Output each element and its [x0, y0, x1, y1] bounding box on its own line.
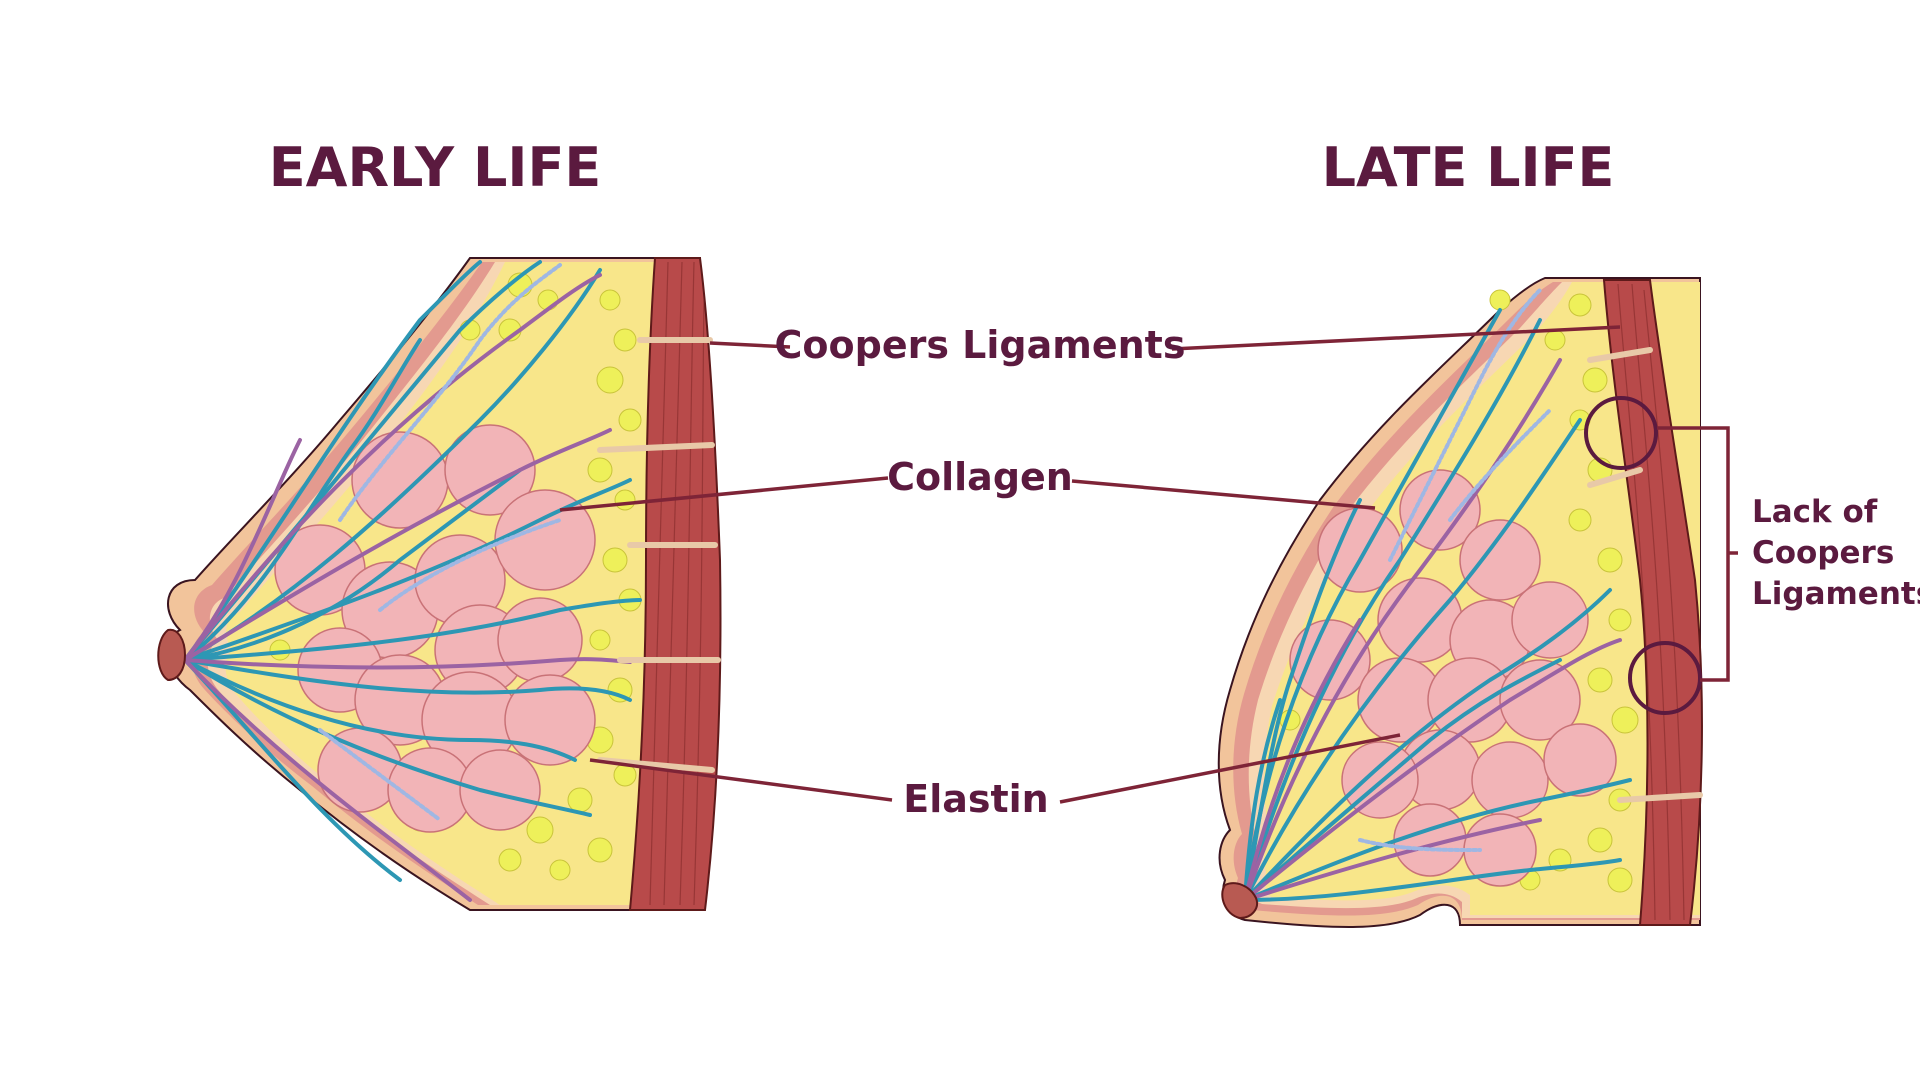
label-coopers-ligaments: Coopers Ligaments [775, 323, 1186, 367]
early-life-illustration [157, 257, 722, 911]
label-lack-of: Lack of [1752, 494, 1878, 530]
late-circle-lower [1628, 641, 1702, 715]
late-ducts [1243, 288, 1632, 902]
bracket-lack-of-coopers [1657, 426, 1738, 682]
label-ligaments: Ligaments [1752, 576, 1920, 612]
title-late-life: LATE LIFE [1322, 136, 1615, 199]
leader-elastin-left [589, 758, 893, 802]
early-nipple [157, 628, 187, 682]
leader-lines [559, 325, 1738, 804]
leader-collagen-left [559, 476, 889, 512]
leader-coopers-right [1171, 325, 1621, 351]
label-coopers: Coopers [1752, 535, 1894, 571]
label-elastin: Elastin [903, 777, 1049, 821]
late-circle-upper [1584, 396, 1658, 470]
late-nipple [1221, 882, 1258, 920]
title-early-life: EARLY LIFE [269, 136, 601, 199]
leader-collagen-right [1071, 479, 1376, 510]
leader-coopers-left [709, 341, 791, 349]
early-ducts [183, 260, 642, 902]
early-fat-cells [269, 272, 642, 881]
label-collagen: Collagen [887, 455, 1073, 499]
late-life-illustration [1217, 277, 1703, 928]
leader-elastin-right [1059, 733, 1401, 804]
